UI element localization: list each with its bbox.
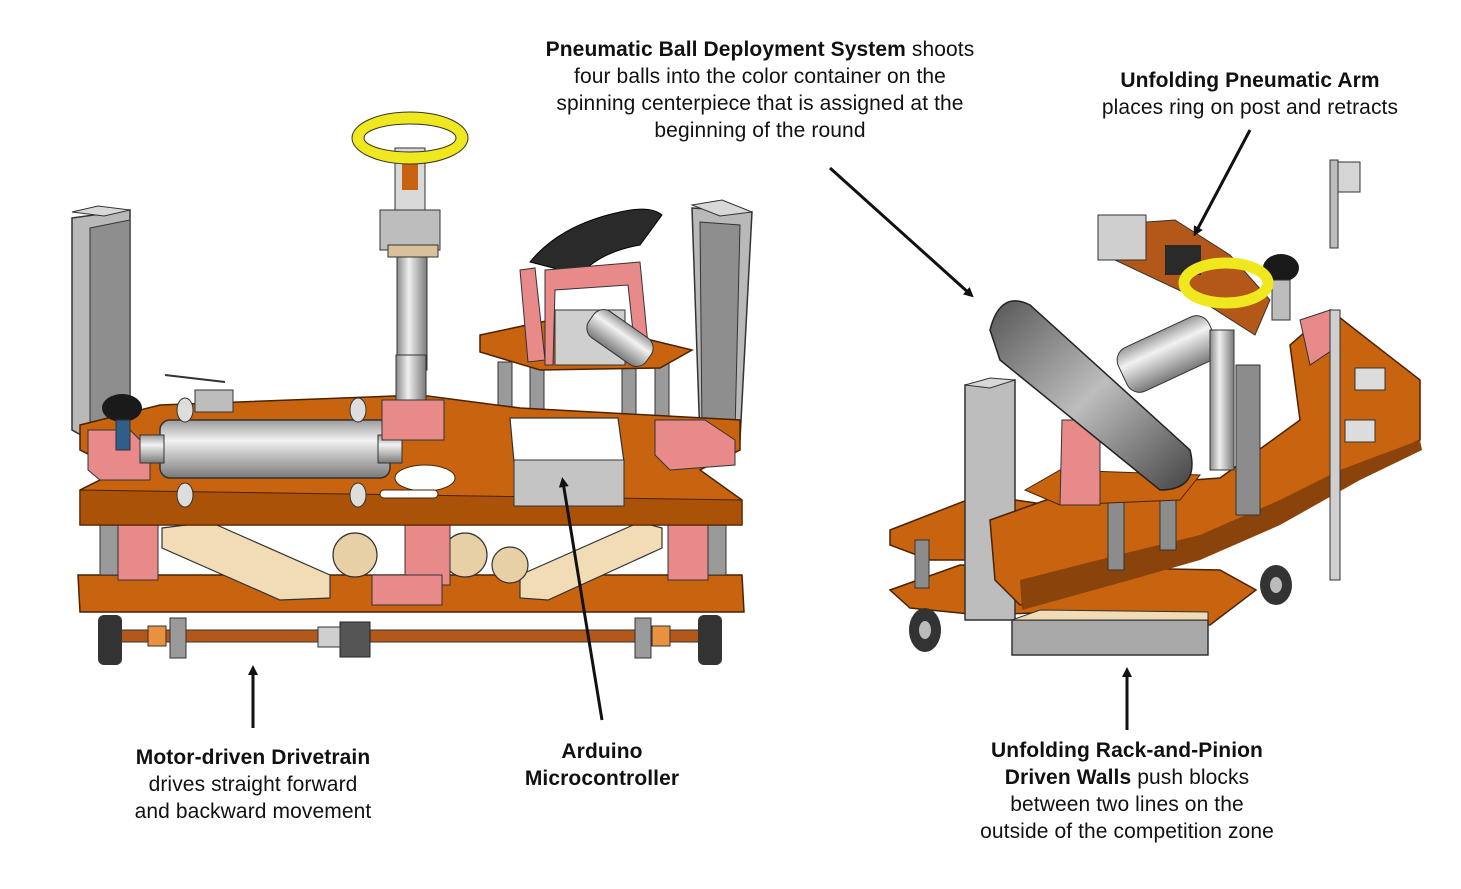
caption-pneumatic-ball-system: Pneumatic Ball Deployment System shoots … [545, 38, 975, 142]
caption-rack-pinion: Unfolding Rack-and-Pinion Driven Walls p… [980, 739, 1274, 843]
gears [332, 532, 529, 584]
arrow-ball-system [828, 166, 974, 298]
caption-drivetrain: Motor-driven Drivetrain drives straight … [134, 746, 372, 823]
ball-tube [989, 300, 1193, 491]
callout-arrows [248, 129, 1252, 730]
right-wheels [909, 565, 1292, 652]
drivetrain [98, 615, 722, 665]
pneumatic-arm [1097, 214, 1274, 471]
ball-launcher [479, 208, 695, 371]
regulator-knob [102, 394, 142, 451]
caption-pneumatic-arm: Unfolding Pneumatic Arm places ring on p… [1101, 69, 1399, 119]
yellow-ring [352, 112, 468, 164]
arduino-box [509, 417, 625, 507]
air-tank [139, 397, 403, 508]
ring-arm [351, 111, 469, 441]
yellow-ring-right [1178, 257, 1274, 309]
right-robot [888, 159, 1422, 656]
arrow-pneumatic-arm [1193, 129, 1252, 237]
limit-switch [164, 374, 234, 413]
left-robot [71, 111, 753, 665]
caption-arduino: Arduino Microcontroller [524, 740, 680, 790]
left-post [71, 205, 131, 441]
right-post [690, 199, 753, 441]
arrow-arduino [558, 477, 604, 721]
plate-hole [394, 464, 456, 492]
